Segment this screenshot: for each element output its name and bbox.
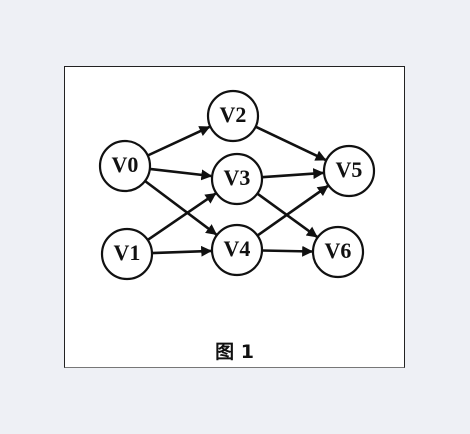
node-circle	[206, 89, 260, 143]
node-circle	[210, 223, 264, 277]
node-circle	[322, 144, 376, 198]
node-v6: V6	[311, 225, 365, 279]
edge-v1-to-v4	[151, 245, 213, 257]
figure-caption: 图 1	[215, 341, 254, 363]
edge-v4-to-v5	[256, 184, 329, 237]
node-v5: V5	[322, 144, 376, 198]
node-circle	[311, 225, 365, 279]
edge-v0-to-v4	[144, 179, 218, 236]
edges-layer	[144, 125, 329, 257]
edge-v4-to-v6	[261, 245, 314, 257]
node-label: V5	[336, 157, 363, 182]
node-label: V0	[112, 152, 139, 177]
node-circle	[210, 152, 264, 206]
node-label: V6	[325, 238, 352, 263]
node-v2: V2	[206, 89, 260, 143]
node-label: V2	[220, 102, 247, 127]
node-circle	[98, 139, 152, 193]
node-v1: V1	[100, 227, 154, 281]
node-label: V1	[114, 240, 141, 265]
edge-v0-to-v3	[149, 167, 213, 181]
node-v3: V3	[210, 152, 264, 206]
node-label: V3	[224, 165, 251, 190]
edge-v1-to-v3	[146, 192, 217, 241]
edge-v3-to-v5	[261, 168, 325, 180]
node-v4: V4	[210, 223, 264, 277]
node-label: V4	[224, 236, 251, 261]
node-circle	[100, 227, 154, 281]
node-v0: V0	[98, 139, 152, 193]
edge-v0-to-v2	[147, 125, 211, 157]
edge-v2-to-v5	[255, 125, 327, 162]
